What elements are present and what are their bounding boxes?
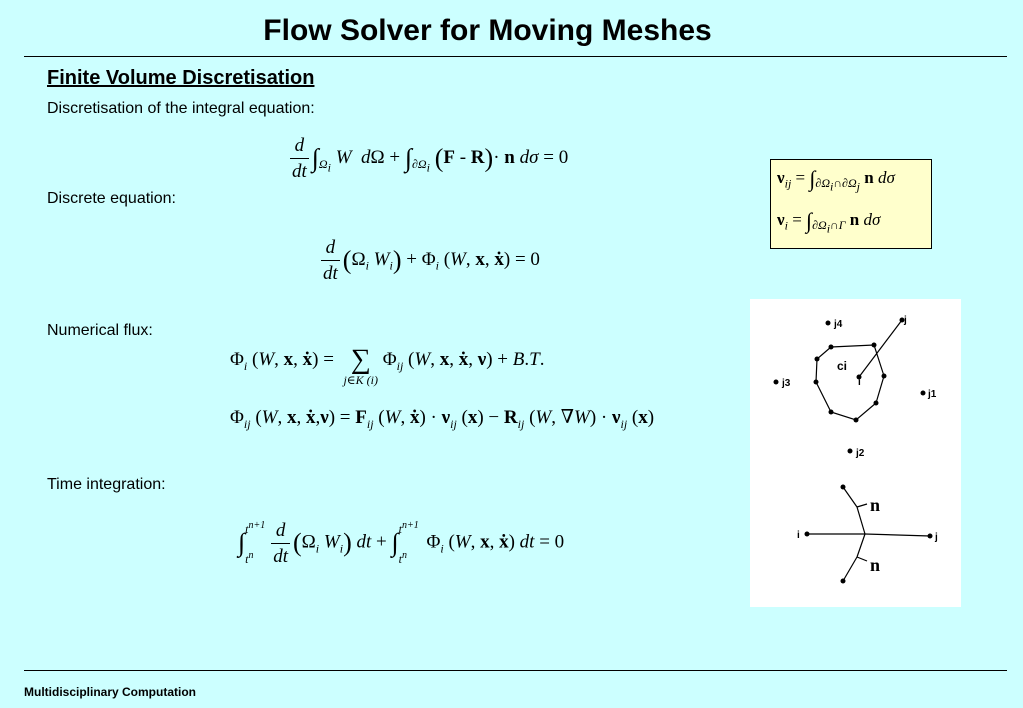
node-j bbox=[899, 317, 905, 323]
control-volume-polygon bbox=[815, 344, 885, 421]
nu-i-definition: νi = ∫∂Ωi∩Γ n dσ bbox=[777, 208, 881, 236]
footer-text: Multidisciplinary Computation bbox=[24, 685, 197, 699]
label-i-lower: i bbox=[797, 530, 800, 541]
label-numerical-flux: Numerical flux: bbox=[47, 322, 153, 339]
node-i bbox=[856, 374, 862, 380]
mesh-diagram-panel: j4 j ci i j3 j1 j2 n n i bbox=[750, 299, 961, 607]
label-j-lower: j bbox=[934, 532, 938, 543]
normals-diagram bbox=[807, 486, 931, 582]
normals-definition-box: νij = ∫∂Ωi∩∂Ωj n dσ νi = ∫∂Ωi∩Γ n dσ bbox=[770, 159, 932, 249]
page-title: Flow Solver for Moving Meshes bbox=[263, 14, 712, 47]
numerical-flux-equation-1: Φi (W, x, ẋ) = ∑ j∈K (i) Φij (W, x, ẋ, ν… bbox=[230, 344, 545, 387]
label-time-integration: Time integration: bbox=[47, 476, 166, 493]
edge-i-j bbox=[858, 319, 903, 378]
node-j3 bbox=[773, 379, 779, 385]
nu-ij-definition: νij = ∫∂Ωi∩∂Ωj n dσ bbox=[777, 166, 895, 194]
label-ci: ci bbox=[837, 359, 847, 373]
label-j: j bbox=[903, 315, 907, 326]
polygon-vertices bbox=[813, 342, 887, 423]
label-discrete-equation: Discrete equation: bbox=[47, 190, 176, 207]
node-j1 bbox=[920, 390, 926, 396]
top-rule bbox=[24, 56, 1007, 57]
node-j4 bbox=[825, 320, 831, 326]
label-j1: j1 bbox=[927, 389, 937, 400]
bottom-rule bbox=[24, 670, 1007, 671]
mesh-diagram: j4 j ci i j3 j1 j2 n n i bbox=[773, 315, 938, 584]
label-n-lower: n bbox=[870, 555, 880, 575]
label-j4: j4 bbox=[833, 319, 843, 330]
label-n-upper: n bbox=[870, 495, 880, 515]
label-j2: j2 bbox=[855, 448, 865, 459]
numerical-flux-equation-2: Φij (W, x, ẋ,ν) = Fij (W, ẋ) · νij (x) −… bbox=[230, 407, 655, 431]
node-j2 bbox=[847, 448, 853, 454]
label-i: i bbox=[858, 377, 861, 388]
section-heading: Finite Volume Discretisation bbox=[47, 67, 315, 89]
label-j3: j3 bbox=[781, 378, 791, 389]
label-integral-equation: Discretisation of the integral equation: bbox=[47, 100, 315, 117]
